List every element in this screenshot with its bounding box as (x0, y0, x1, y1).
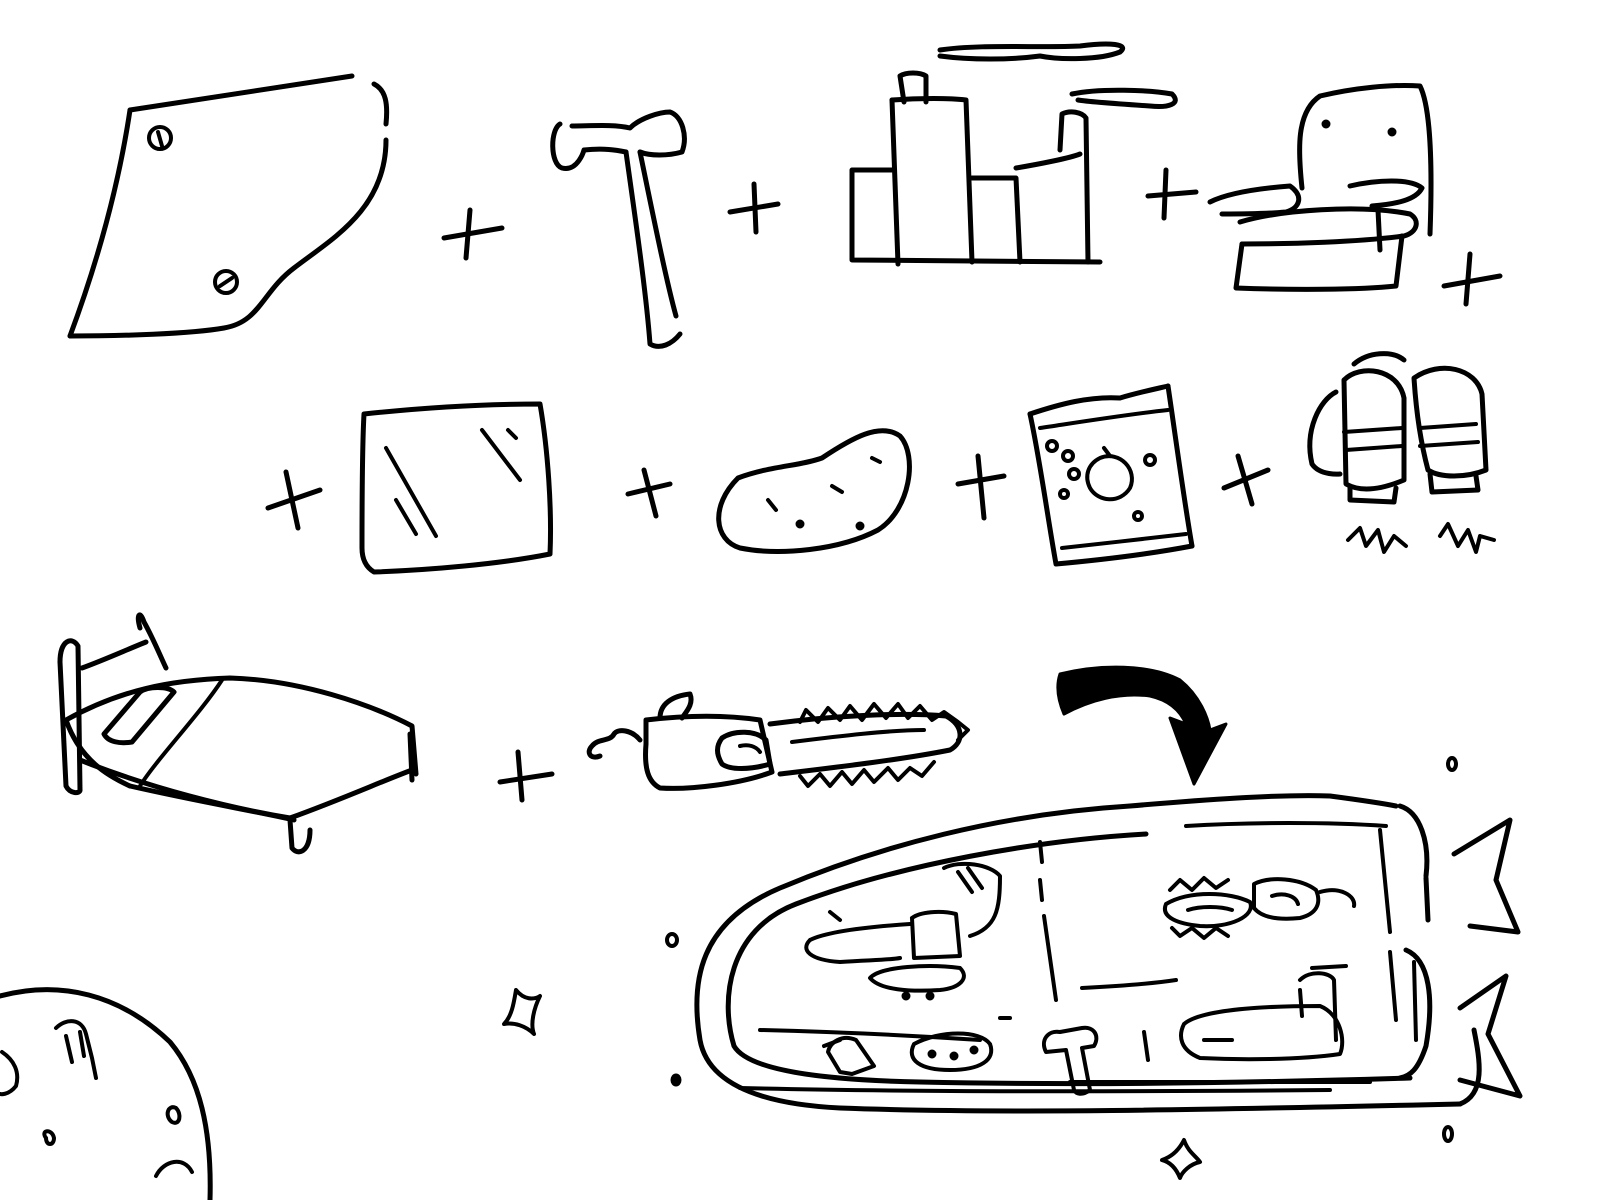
bed-icon (57, 612, 419, 855)
spaceship-icon (694, 793, 1523, 1114)
dot-icon (1442, 1125, 1454, 1143)
seed-packet-icon (1027, 383, 1195, 567)
plus-sign-icon (727, 181, 781, 235)
star-icon (1160, 1138, 1202, 1180)
factory-icon (849, 41, 1178, 267)
plus-sign-icon (497, 749, 555, 803)
dot-icon (665, 932, 679, 948)
potato-icon (716, 428, 912, 554)
jetpack-icon (1307, 351, 1496, 554)
plus-sign-icon (1221, 453, 1271, 507)
down-arrow-icon (1056, 665, 1228, 786)
plus-sign-icon (1441, 251, 1503, 307)
plus-sign-icon (265, 469, 323, 531)
hammer-icon (550, 109, 687, 349)
plus-sign-icon (955, 453, 1007, 521)
armchair-icon (1207, 82, 1434, 292)
sheet-metal-icon (67, 73, 390, 339)
chainsaw-icon (586, 691, 970, 791)
dot-icon (670, 1073, 682, 1087)
dot-icon (1446, 756, 1458, 772)
plus-sign-icon (625, 467, 673, 519)
plus-sign-icon (1145, 167, 1199, 221)
planet-icon (0, 987, 213, 1200)
plus-sign-icon (441, 207, 505, 261)
star-icon (502, 988, 542, 1036)
glass-pane-icon (359, 401, 554, 575)
